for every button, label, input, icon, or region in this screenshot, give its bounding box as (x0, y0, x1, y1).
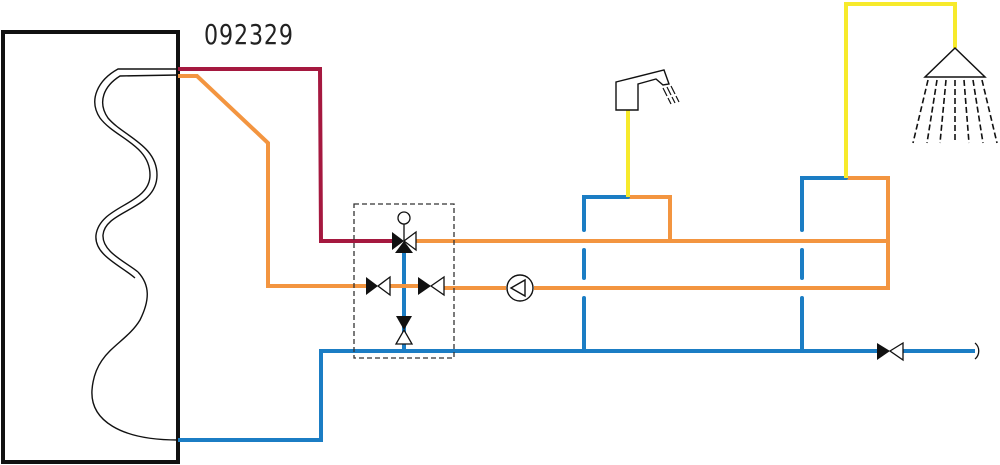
tap-branch-pipe (628, 195, 672, 241)
circulation-return-pipe (534, 241, 890, 290)
mixing-station-box (353, 203, 455, 359)
reference-number: 092329 (204, 18, 294, 51)
cold-feed-pipe (178, 349, 880, 442)
hot-supply-pipe (178, 67, 392, 243)
return-valve-right[interactable] (418, 275, 445, 297)
valve-inlet-hot-icon (392, 232, 404, 250)
storage-tank (1, 30, 180, 464)
faucet-icon (615, 69, 680, 111)
cold-riser-tap (582, 195, 630, 353)
valve-inlet-cold-icon (395, 241, 413, 253)
pump-icon[interactable] (506, 274, 534, 302)
tank-return-pipe (178, 74, 366, 288)
shower-head-icon (912, 46, 998, 144)
cold-inlet-valve[interactable] (877, 341, 904, 362)
thermostatic-mixing-valve[interactable] (392, 211, 417, 253)
pipe-break-icon (974, 342, 980, 360)
actuator-icon (397, 211, 411, 225)
shower-outlet-pipe (844, 2, 957, 178)
cold-riser-shower (800, 176, 848, 353)
mixed-supply-pipe (416, 176, 890, 243)
valve-outlet-icon (402, 230, 417, 252)
heating-coil (91, 68, 179, 441)
return-valve-left[interactable] (366, 275, 391, 297)
bypass-valve[interactable] (394, 316, 414, 345)
